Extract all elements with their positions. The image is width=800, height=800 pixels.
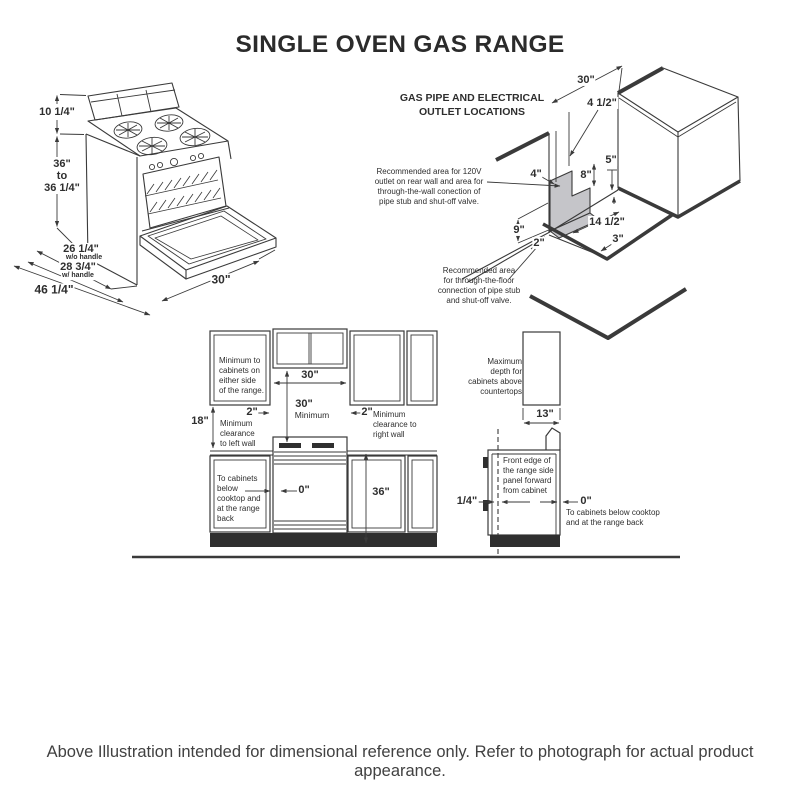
burner-grates	[113, 114, 211, 156]
toe-kick-side	[490, 535, 560, 547]
gas-dim-base-height: 5"	[604, 153, 618, 167]
clearance-below-note: To cabinets below cooktop and at the ran…	[217, 474, 261, 523]
clearance-counter-height: 36"	[371, 485, 391, 499]
dim-depth-no-handle: 26 1/4"	[62, 242, 100, 256]
floor-edge-outer	[529, 287, 688, 340]
clearance-zero-right-note: To cabinets below cooktop and at the ran…	[566, 508, 660, 527]
gas-diagram-title: GAS PIPE AND ELECTRICAL OUTLET LOCATIONS	[399, 92, 545, 118]
clearance-cabinet-note: Minimum to cabinets on either side of th…	[219, 356, 264, 395]
clearance-max-depth-note: Maximum depth for cabinets above counter…	[468, 357, 522, 396]
dim-range-height: 36" to 36 1/4"	[43, 157, 81, 195]
dim-depth-with-handle: 28 3/4"	[59, 260, 97, 274]
clearance-diagram	[132, 328, 680, 559]
gas-dim-offset: 4 1/2"	[586, 96, 618, 110]
range-side-view	[483, 331, 561, 556]
dim-depth-door-open: 46 1/4"	[33, 282, 75, 297]
footnote: Above Illustration intended for dimensio…	[46, 743, 754, 780]
gas-floor-note: Recommended area for through-the-floor c…	[437, 266, 521, 305]
gas-wall-note: Recommended area for 120V outlet on rear…	[374, 167, 484, 206]
gas-dim-floor-depth: 9"	[512, 223, 526, 237]
gas-location-diagram	[461, 65, 741, 340]
gas-dimension-lines	[486, 65, 623, 280]
clearance-front-edge: 1/4"	[455, 494, 479, 508]
floor-edge-inner	[542, 213, 673, 261]
dim-range-width: 30"	[210, 272, 232, 287]
oven-racks	[144, 169, 222, 215]
open-oven-door	[139, 205, 277, 280]
gas-dim-outlet-height: 8"	[579, 168, 593, 182]
stove-illustration	[13, 82, 277, 316]
page-title: SINGLE OVEN GAS RANGE	[235, 31, 565, 58]
toe-kick-front	[210, 533, 437, 547]
gas-dim-floor-edge: 3"	[611, 232, 625, 246]
clearance-right-wall-note: Minimum clearance to right wall	[373, 410, 417, 439]
clearance-zero-left: 0"	[297, 483, 311, 497]
clearance-gap-right: 2"	[360, 405, 374, 419]
gas-dim-corner: 2"	[532, 236, 546, 250]
clearance-upper-gap: 18"	[190, 414, 210, 428]
clearance-width-top: 30"	[300, 368, 320, 382]
clearance-left-wall-note: Minimum clearance to left wall	[220, 419, 256, 448]
clearance-width-min-word: Minimum	[294, 410, 330, 420]
gas-dim-floor-width: 14 1/2"	[588, 215, 626, 229]
clearance-width-min: 30"	[294, 397, 314, 411]
dim-depth-no-handle-note: w/o handle	[64, 254, 104, 262]
dim-backsplash-height: 10 1/4"	[38, 105, 76, 119]
clearance-dimension-lines	[210, 370, 578, 544]
dim-depth-with-handle-note: w/ handle	[61, 272, 95, 280]
adjacent-cabinet	[617, 66, 741, 219]
clearance-front-edge-note: Front edge of the range side panel forwa…	[503, 456, 554, 495]
gas-dim-width: 30"	[576, 73, 596, 87]
clearance-zero-right: 0"	[579, 494, 593, 508]
clearance-gap-left: 2"	[245, 405, 259, 419]
gas-dim-outlet-left: 4"	[529, 167, 543, 181]
clearance-cab-depth: 13"	[535, 407, 555, 421]
